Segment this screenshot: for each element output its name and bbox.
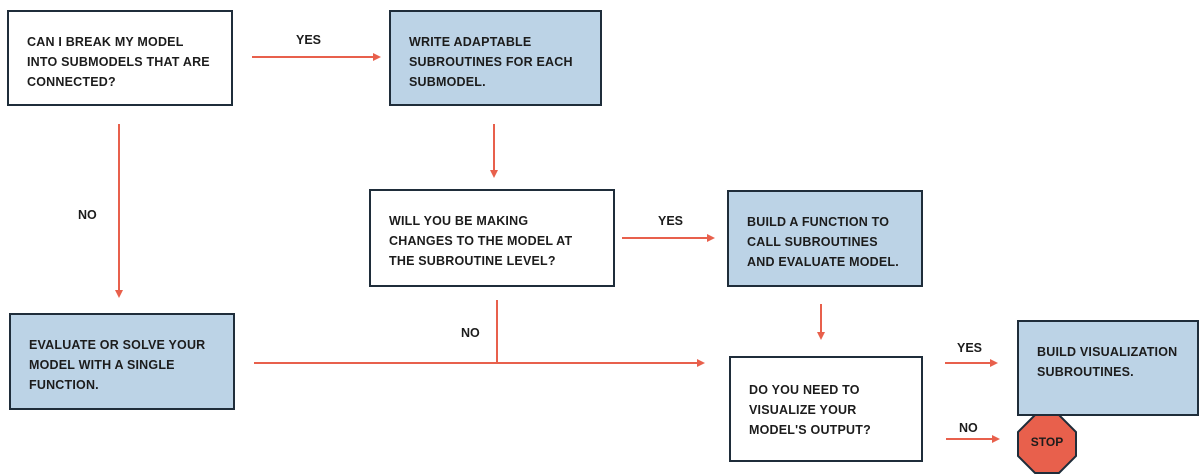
label-no-1: NO	[78, 208, 97, 222]
box-build-visualization-text: BUILD VISUALIZATION SUBROUTINES.	[1037, 345, 1178, 379]
box-evaluate-single-text: EVALUATE OR SOLVE YOUR MODEL WITH A SING…	[29, 338, 206, 392]
box-making-changes: WILL YOU BE MAKING CHANGES TO THE MODEL …	[369, 189, 615, 287]
box-need-visualize: DO YOU NEED TO VISUALIZE YOUR MODEL'S OU…	[729, 356, 923, 462]
label-no-3: NO	[959, 421, 978, 435]
label-yes-1: YES	[296, 33, 322, 47]
box-making-changes-text: WILL YOU BE MAKING CHANGES TO THE MODEL …	[389, 214, 573, 268]
box-evaluate-single: EVALUATE OR SOLVE YOUR MODEL WITH A SING…	[9, 313, 235, 410]
label-yes-2: YES	[658, 214, 684, 228]
label-yes-3: YES	[957, 341, 983, 355]
box-build-visualization: BUILD VISUALIZATION SUBROUTINES.	[1017, 320, 1199, 416]
box-write-subroutines: WRITE ADAPTABLE SUBROUTINES FOR EACH SUB…	[389, 10, 602, 106]
label-no-2: NO	[461, 326, 480, 340]
box-break-model: CAN I BREAK MY MODEL INTO SUBMODELS THAT…	[7, 10, 233, 106]
box-break-model-text: CAN I BREAK MY MODEL INTO SUBMODELS THAT…	[27, 35, 210, 89]
box-write-subroutines-text: WRITE ADAPTABLE SUBROUTINES FOR EACH SUB…	[409, 35, 573, 89]
box-build-function-text: BUILD A FUNCTION TO CALL SUBROUTINES AND…	[747, 215, 899, 269]
stop-sign: STOP	[1017, 414, 1079, 476]
box-build-function: BUILD A FUNCTION TO CALL SUBROUTINES AND…	[727, 190, 923, 287]
box-need-visualize-text: DO YOU NEED TO VISUALIZE YOUR MODEL'S OU…	[749, 383, 871, 437]
stop-label: STOP	[1030, 435, 1064, 449]
